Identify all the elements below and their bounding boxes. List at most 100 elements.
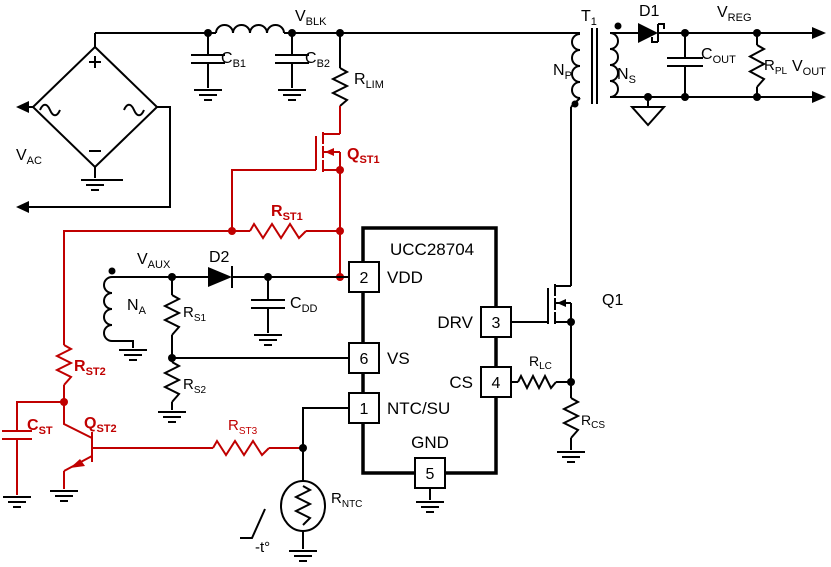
np-bottom-lead — [570, 97, 581, 108]
resistor-rlc — [517, 373, 557, 391]
label-vac: VAC — [16, 147, 42, 167]
input-filter: VBLK CB1 CB2 — [95, 8, 580, 101]
diode-d1 — [638, 23, 658, 43]
winding-ns — [609, 32, 619, 98]
resistor-rlim — [330, 67, 350, 107]
ground-symbol — [3, 496, 31, 508]
right-arrow-icon — [812, 27, 826, 39]
junction-dot — [288, 29, 296, 37]
label-rpl: RPL — [764, 57, 788, 77]
ic-part-number: UCC28704 — [390, 240, 474, 259]
label-rlim: RLIM — [354, 71, 384, 91]
pin-box-ntcsu — [348, 392, 380, 424]
transformer-core — [591, 28, 598, 104]
diode-d2 — [208, 267, 232, 287]
winding-na — [103, 276, 113, 342]
pin-box-gnd — [414, 457, 446, 489]
pin-label-ntcsu: NTC/SU — [387, 399, 450, 418]
startup-low-side: RST2 CST QST2 RST3 — [2, 230, 303, 508]
capacitor-cout — [667, 33, 703, 97]
ground-symbol — [289, 550, 317, 562]
label-na: NA — [127, 297, 147, 317]
label-cdd: CDD — [290, 295, 318, 315]
ic-ucc28704: UCC28704 2 VDD 6 VS 1 NTC/SU 3 DRV 4 CS … — [348, 226, 512, 513]
junction-dot — [681, 29, 689, 37]
label-rst2: RST2 — [74, 358, 106, 378]
label-cst: CST — [27, 417, 53, 437]
na-ground-lead — [112, 340, 134, 348]
capacitor-cb1 — [191, 33, 225, 88]
label-qst1: QST1 — [347, 146, 380, 166]
plus-symbol — [89, 56, 101, 68]
label-vreg: VREG — [717, 4, 752, 24]
transformer-t1: T1 NP NS — [553, 8, 636, 108]
ntc-su-wire — [302, 407, 349, 481]
junction-dot — [567, 378, 575, 386]
junction-dot — [644, 93, 652, 101]
junction-dot — [264, 273, 272, 281]
qst2-emitter-arrow-icon — [70, 459, 85, 468]
resistor-rst3 — [212, 439, 270, 457]
left-arrow-icon — [16, 101, 29, 113]
ntc-network: RNTC -t° — [240, 407, 362, 562]
label-np: NP — [553, 62, 572, 82]
rst2-feed-wire — [63, 230, 232, 345]
junction-dot — [681, 93, 689, 101]
junction-dot — [336, 227, 344, 235]
resistor-rst2 — [54, 344, 74, 386]
power-switch: Q1 RLC RCS — [511, 107, 623, 463]
winding-np — [571, 33, 581, 99]
label-cb2: CB2 — [305, 50, 330, 70]
rntc-body — [280, 480, 326, 532]
ac-wave-icon — [39, 103, 61, 117]
label-d1: D1 — [639, 3, 660, 20]
ground-symbol — [119, 349, 147, 361]
junction-dot — [299, 444, 307, 452]
pin-box-cs — [480, 366, 512, 398]
aux-supply: NA VAUX D2 RS1 RS2 CDD — [103, 249, 349, 423]
pin-box-drv — [480, 306, 512, 338]
junction-dot — [753, 93, 761, 101]
right-arrow-icon — [812, 91, 826, 103]
junction-dot — [336, 166, 344, 174]
resistor-rs2 — [162, 361, 182, 403]
pin-box-vdd — [348, 261, 380, 293]
label-cout: COUT — [701, 46, 736, 66]
ground-symbol — [194, 89, 222, 101]
label-rcs: RCS — [581, 412, 605, 431]
qst1-gate-wire — [231, 169, 316, 231]
junction-dot — [204, 29, 212, 37]
capacitor-cst — [2, 401, 64, 495]
q1-body-arrow-icon — [557, 299, 566, 307]
left-arrow-icon — [16, 201, 29, 213]
ground-symbol — [254, 334, 282, 346]
label-rs1: RS1 — [183, 304, 207, 324]
label-rst1: RST1 — [271, 203, 303, 223]
junction-dot — [753, 29, 761, 37]
ground-symbol — [557, 451, 585, 463]
ground-symbol — [416, 501, 444, 513]
pin-label-gnd: GND — [411, 433, 449, 452]
label-vout: VOUT — [792, 58, 826, 78]
resistor-rst1 — [249, 222, 307, 240]
pin-label-vs: VS — [387, 349, 410, 368]
label-d2: D2 — [209, 249, 230, 266]
startup-high-side: RLIM QST1 RST1 — [228, 33, 384, 281]
resistor-rs1 — [162, 294, 182, 336]
resistor-rcs — [561, 397, 581, 439]
pin-number-ntcsu: 1 — [360, 401, 369, 418]
filter-inductor — [215, 24, 285, 34]
pin-label-drv: DRV — [437, 313, 473, 332]
label-cb1: CB1 — [221, 50, 246, 70]
label-tcoef: -t° — [255, 539, 270, 556]
label-rlc: RLC — [529, 353, 552, 372]
label-rst3: RST3 — [228, 417, 258, 437]
pin-label-vdd: VDD — [387, 268, 423, 287]
resistor-rntc — [293, 485, 313, 526]
label-t1: T1 — [581, 8, 597, 28]
pin-number-gnd: 5 — [426, 466, 435, 483]
ground-symbol — [278, 89, 306, 101]
pin-number-vdd: 2 — [360, 270, 369, 287]
